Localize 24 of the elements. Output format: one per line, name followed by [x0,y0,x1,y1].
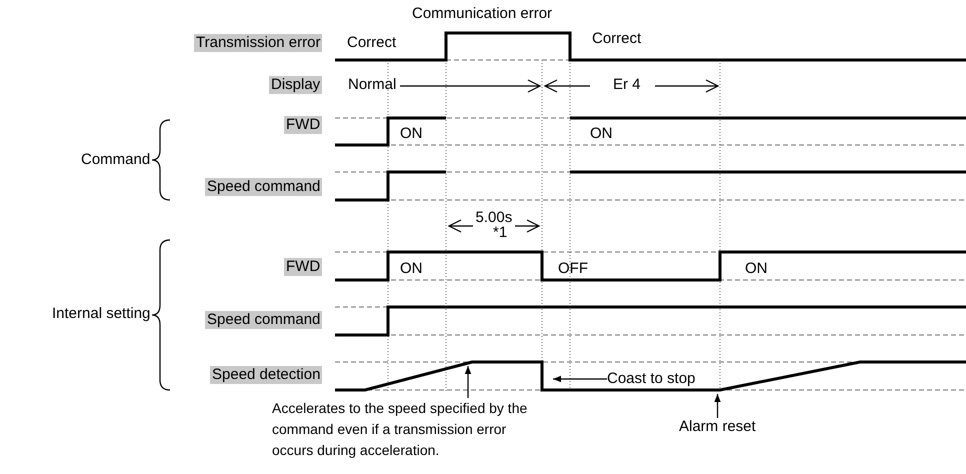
state-label: Correct [592,30,642,48]
signal-name: Speed command [205,178,322,196]
signal-name: Speed detection [210,366,322,384]
signal-name: Display [269,76,322,94]
leader-arrow [464,366,472,398]
state-label: ON [400,260,422,278]
signal-waveform [335,360,966,392]
signal-name: Speed command [205,311,322,329]
state-label: ON [590,125,612,143]
timing-annotation: Communication error [412,5,552,23]
state-label: Correct [347,34,396,52]
signal-name: FWD [284,258,322,276]
leader-arrow [553,376,607,382]
state-label: OFF [558,260,588,278]
signal-name: Transmission error [194,34,322,52]
leader-arrow [714,394,721,418]
signal-name: FWD [284,116,322,134]
state-label: ON [400,125,422,143]
group-label: Internal setting [52,305,150,323]
state-label: ON [745,260,768,278]
state-label: Normal [348,76,396,94]
footnote-mark: *1 [493,224,508,242]
dimension-label: 5.00s [472,209,516,227]
group-label: Command [81,151,150,169]
